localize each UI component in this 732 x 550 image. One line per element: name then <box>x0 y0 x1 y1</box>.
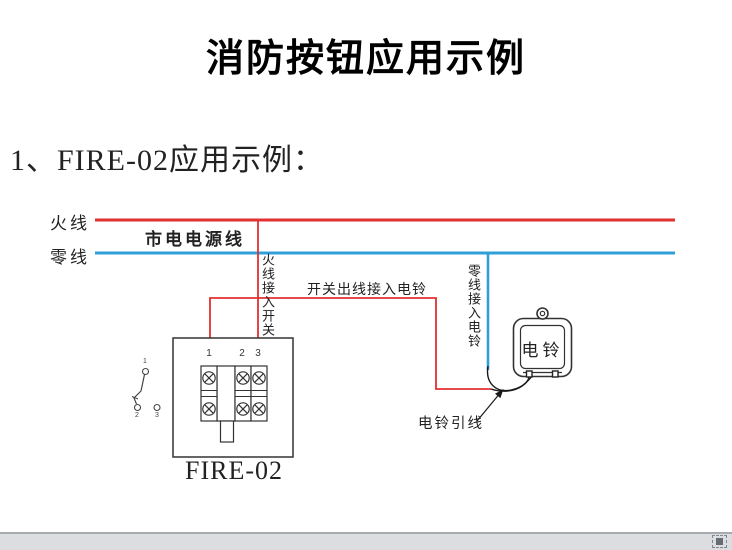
bell-lead-pointer-line <box>476 391 502 422</box>
bell-lead-label: 电铃引线 <box>418 416 484 432</box>
screw-slot <box>254 373 264 383</box>
device-model-label: FIRE-02 <box>185 456 283 485</box>
switch-contact-1 <box>141 367 150 376</box>
terminal-number-1: 1 <box>206 348 212 359</box>
status-bar <box>0 532 732 550</box>
screw-slot <box>238 404 248 414</box>
bell-lead-arrowhead-icon <box>495 389 504 399</box>
mains-power-label: 市电电源线 <box>145 230 245 249</box>
selection-frame-icon[interactable] <box>712 535 727 548</box>
screw-slot <box>204 373 214 383</box>
bell-terminal-left <box>525 370 533 378</box>
screw-slot <box>254 404 264 414</box>
fire02-device-symbol <box>172 337 294 458</box>
page-title: 消防按钮应用示例 <box>205 38 526 80</box>
electric-bell-symbol <box>512 307 573 378</box>
terminal-number-3: 3 <box>255 348 261 359</box>
switch-contact-2 <box>133 403 142 412</box>
switch-lever-tick <box>131 396 139 400</box>
live-wire-label: 火线 <box>50 214 90 233</box>
switch-contact-3 <box>153 403 161 412</box>
selection-frame-icon-fill <box>716 538 723 545</box>
neutral-to-bell-label: 零线接入电铃 <box>466 264 481 348</box>
section-heading: 1、FIRE-02应用示例： <box>10 144 324 177</box>
switch-schematic-symbol <box>131 367 161 412</box>
switch-contact-number-1: 1 <box>143 358 147 365</box>
bell-inner-panel <box>519 324 566 370</box>
device-plunger-tail <box>219 420 235 443</box>
switch-contact-number-2: 2 <box>135 412 139 419</box>
screw-slot <box>238 373 248 383</box>
terminal-number-2: 2 <box>239 348 245 359</box>
switch-contact-number-3: 3 <box>155 412 159 419</box>
switch-output-label: 开关出线接入电铃 <box>307 283 427 298</box>
bell-terminal-right <box>551 370 559 378</box>
switch-lever <box>133 374 146 405</box>
bell-label: 电铃 <box>521 341 564 360</box>
terminal-screws <box>202 371 266 416</box>
screw-slot <box>204 404 214 414</box>
neutral-wire-label: 零线 <box>50 248 90 267</box>
switch-output-wire <box>209 297 491 390</box>
device-plunger-strip <box>216 365 236 422</box>
live-to-switch-label: 火线接入开关 <box>260 253 275 337</box>
bell-hanger-hole <box>539 310 546 317</box>
